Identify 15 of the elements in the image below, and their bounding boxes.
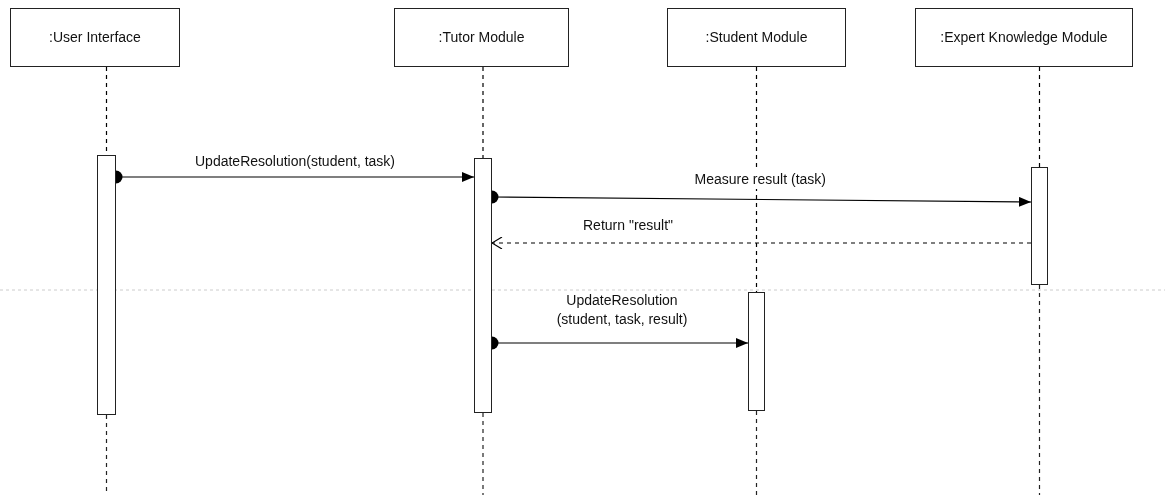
lifeline-header-box: [915, 8, 1133, 67]
lifeline-name: :Tutor Module: [438, 28, 525, 47]
lifeline-header-box: [394, 8, 569, 67]
activation-bar: [748, 292, 765, 411]
activation-bar: [1031, 167, 1048, 285]
activation-bar: [474, 158, 492, 413]
lifeline: [1038, 66, 1041, 168]
lifeline-header-box: [10, 8, 180, 67]
lifeline-name: :Expert Knowledge Module: [940, 28, 1108, 47]
activation-bar: [97, 155, 116, 415]
lifeline-name: :Student Module: [705, 28, 808, 47]
lifeline: [482, 66, 484, 159]
lifeline-name: :User Interface: [49, 28, 141, 47]
lifeline-header-box: [667, 8, 846, 67]
return-message-arrow: [491, 236, 1032, 250]
